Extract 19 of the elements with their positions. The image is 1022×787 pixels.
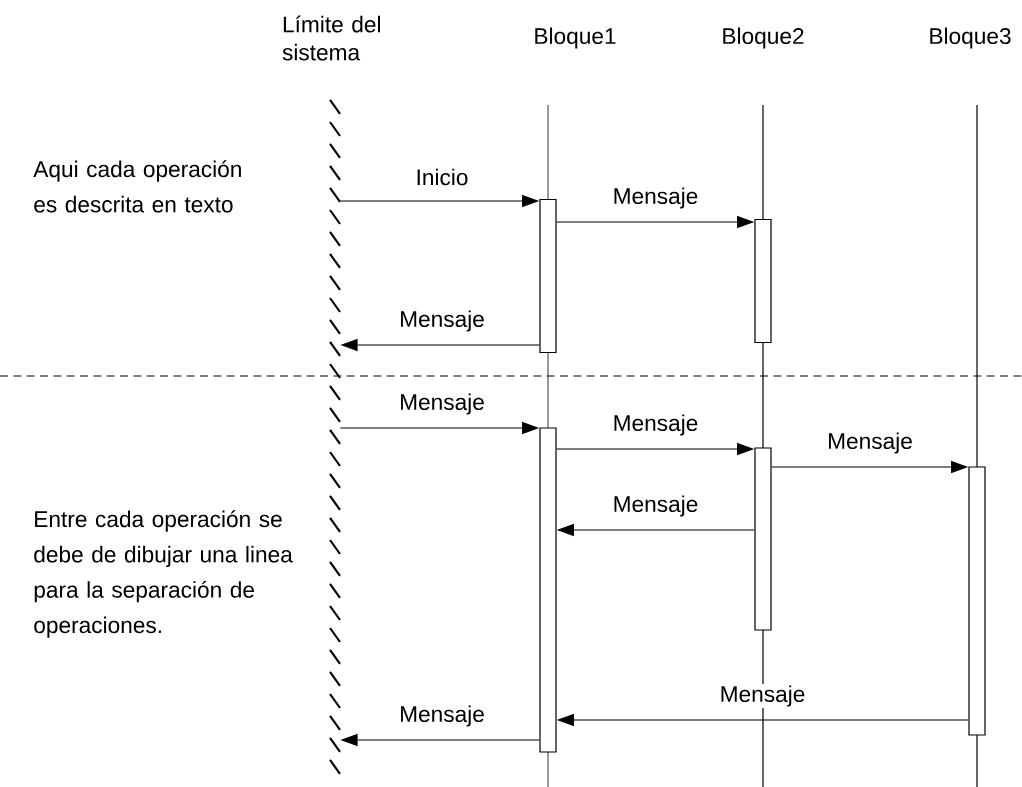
lifeline-heading: Bloque2 <box>723 27 804 49</box>
edge-label: Mensaje <box>718 684 807 708</box>
activation-bar <box>968 466 986 736</box>
edge-label: Mensaje <box>825 431 915 455</box>
note-text: Aqui cada operación es descrita en texto <box>33 160 241 213</box>
edge-label: Mensaje <box>397 309 487 333</box>
lifeline-heading: Bloque1 <box>535 27 616 49</box>
note-text: Entre cada operación se debe de dibujar una linea para la separación de operaciones. <box>34 510 293 638</box>
edge-label: Mensaje <box>397 392 487 416</box>
edge-label: Inicio <box>414 167 470 187</box>
edge-label: Mensaje <box>611 413 700 437</box>
edge-label: Mensaje <box>611 186 700 210</box>
activation-bar <box>539 427 557 753</box>
lifeline-heading: Bloque3 <box>930 27 1011 49</box>
edge-label: Mensaje <box>611 494 700 518</box>
edge-label: Mensaje <box>397 704 487 728</box>
activation-bar <box>754 447 772 631</box>
activation-bar <box>754 218 772 344</box>
activation-bar <box>539 198 557 354</box>
